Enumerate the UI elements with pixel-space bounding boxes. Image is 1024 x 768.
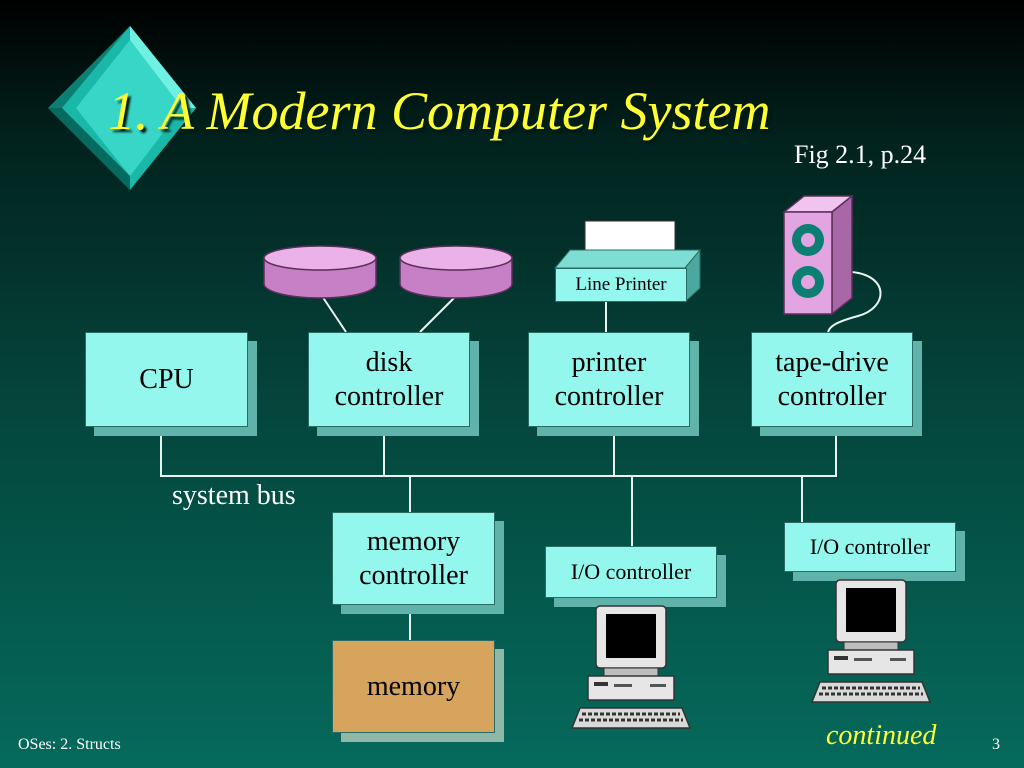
system-bus-label: system bus <box>172 480 296 511</box>
disk-icon <box>399 245 513 299</box>
printer-connector <box>605 300 607 332</box>
disk-controller-line2: controller <box>334 380 444 412</box>
memory-label: memory <box>366 670 461 702</box>
memory-controller-line2: controller <box>359 559 468 591</box>
computer-terminal-icon <box>810 579 932 703</box>
cpu-box: CPU <box>85 332 248 427</box>
io-controller-2-label: I/O controller <box>809 533 931 559</box>
printer-controller-line2: controller <box>554 380 664 412</box>
page-number: 3 <box>992 736 1000 753</box>
figure-reference: Fig 2.1, p.24 <box>794 140 927 169</box>
io-controller-1-box: I/O controller <box>545 546 717 598</box>
disk-icon <box>263 245 377 299</box>
system-bus-line <box>160 475 837 477</box>
tape-bus-connector <box>835 427 837 476</box>
diamond-bullet-icon <box>48 26 196 190</box>
tape-drive-icon <box>781 194 855 316</box>
cpu-label: CPU <box>139 363 194 395</box>
disk-controller-line1: disk <box>365 346 413 378</box>
io-controller-1-label: I/O controller <box>570 558 692 584</box>
memctrl-bus-connector <box>409 475 411 512</box>
memory-connector <box>409 605 411 640</box>
tape-controller-line2: controller <box>777 380 887 412</box>
line-printer-icon <box>553 220 702 304</box>
io2-bus-connector <box>801 475 803 522</box>
tape-controller-line1: tape-drive <box>775 346 889 378</box>
continued-label: continued <box>826 720 937 751</box>
disk-bus-connector <box>383 427 385 476</box>
memory-box: memory <box>332 640 495 733</box>
printer-controller-line1: printer <box>571 346 647 378</box>
io1-bus-connector <box>631 475 633 547</box>
cpu-bus-connector <box>160 427 162 476</box>
slide-title: 1. A Modern Computer System <box>108 81 771 141</box>
memory-controller-line1: memory <box>366 525 461 557</box>
line-printer-label: Line Printer <box>555 268 687 302</box>
io-controller-2-box: I/O controller <box>784 522 956 572</box>
footer-course-label: OSes: 2. Structs <box>18 736 121 753</box>
computer-terminal-icon <box>570 605 692 729</box>
printer-bus-connector <box>613 427 615 476</box>
